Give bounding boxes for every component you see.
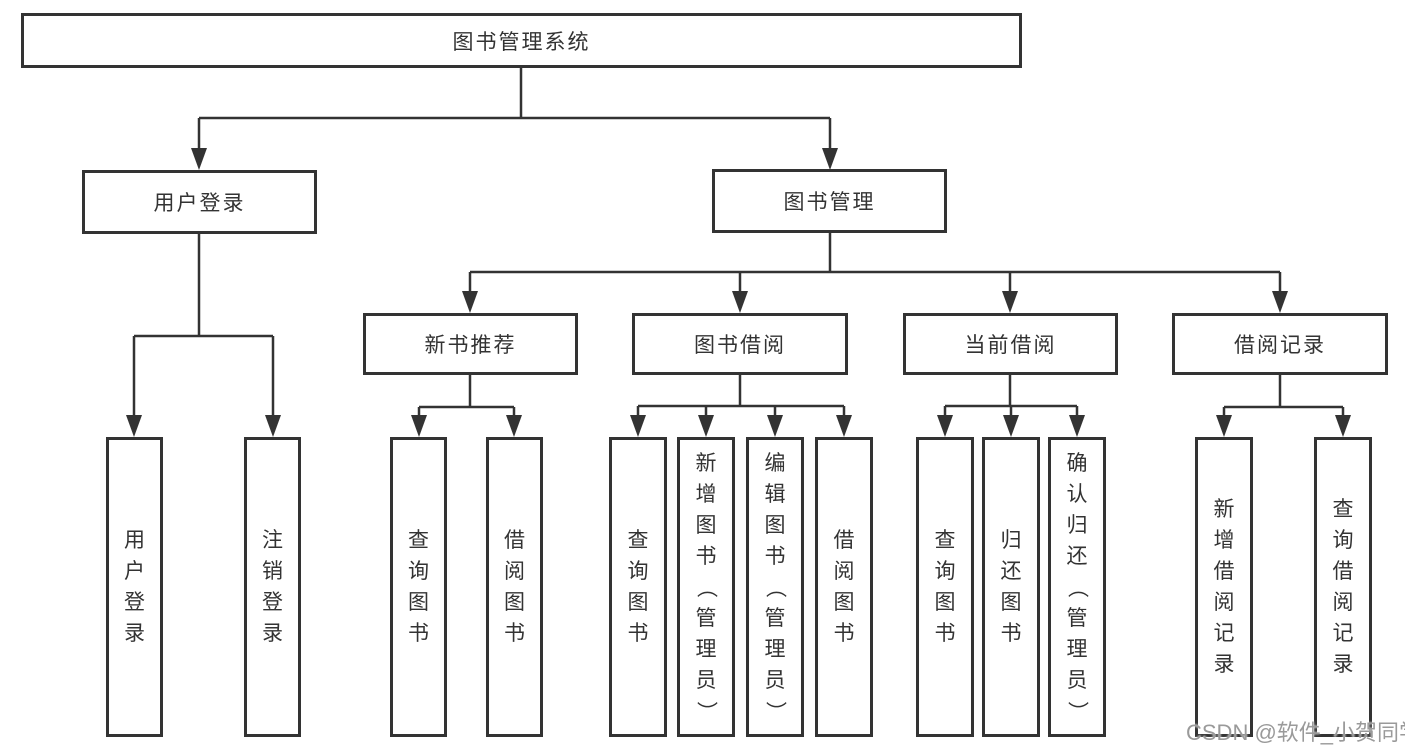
leaf-label: 借阅图书 xyxy=(833,529,855,645)
leaf-label: 用户登录 xyxy=(124,529,145,645)
node-user-login: 用户登录 xyxy=(82,170,317,234)
leaf-label: 查询借阅记录 xyxy=(1332,498,1354,676)
node-label: 借阅记录 xyxy=(1234,334,1326,357)
leaf-query-borrow-record: 查询借阅记录 xyxy=(1314,437,1372,737)
node-label: 图书借阅 xyxy=(694,334,786,357)
leaf-label: 确认归还（管理员） xyxy=(1065,451,1089,722)
leaf-label: 新增图书（管理员） xyxy=(694,451,718,722)
leaf-label: 注销登录 xyxy=(262,529,283,645)
node-label: 当前借阅 xyxy=(964,334,1057,357)
node-new-book-recommend: 新书推荐 xyxy=(363,313,578,375)
leaf-user-login: 用户登录 xyxy=(106,437,163,737)
arrowheads xyxy=(126,148,1351,437)
node-borrow-records: 借阅记录 xyxy=(1172,313,1388,375)
leaf-label: 借阅图书 xyxy=(504,529,525,645)
leaf-borrow-books: 借阅图书 xyxy=(815,437,873,737)
leaf-label: 查询图书 xyxy=(627,529,649,645)
leaf-label: 查询图书 xyxy=(408,529,429,645)
leaf-confirm-return-admin: 确认归还（管理员） xyxy=(1048,437,1106,737)
node-current-borrow: 当前借阅 xyxy=(903,313,1118,375)
csdn-watermark: CSDN @软件_小贺同学 xyxy=(1186,720,1405,745)
leaf-label: 归还图书 xyxy=(1000,529,1022,645)
leaf-query-books-recommend: 查询图书 xyxy=(390,437,447,737)
node-book-borrow: 图书借阅 xyxy=(632,313,848,375)
leaf-query-books-borrow: 查询图书 xyxy=(609,437,667,737)
node-library-management-system: 图书管理系统 xyxy=(21,13,1022,68)
node-label: 图书管理系统 xyxy=(452,30,591,54)
leaf-add-book-admin: 新增图书（管理员） xyxy=(677,437,735,737)
leaf-label: 编辑图书（管理员） xyxy=(763,451,787,722)
node-label: 用户登录 xyxy=(153,192,246,215)
leaf-add-borrow-record: 新增借阅记录 xyxy=(1195,437,1253,737)
leaf-edit-book-admin: 编辑图书（管理员） xyxy=(746,437,804,737)
leaf-query-books-current: 查询图书 xyxy=(916,437,974,737)
leaf-logout: 注销登录 xyxy=(244,437,301,737)
leaf-label: 新增借阅记录 xyxy=(1213,498,1235,676)
leaf-label: 查询图书 xyxy=(934,529,956,645)
leaf-borrow-books-recommend: 借阅图书 xyxy=(486,437,543,737)
node-label: 新书推荐 xyxy=(424,334,517,357)
leaf-return-book: 归还图书 xyxy=(982,437,1040,737)
node-label: 图书管理 xyxy=(783,191,876,214)
node-book-management: 图书管理 xyxy=(712,169,947,233)
